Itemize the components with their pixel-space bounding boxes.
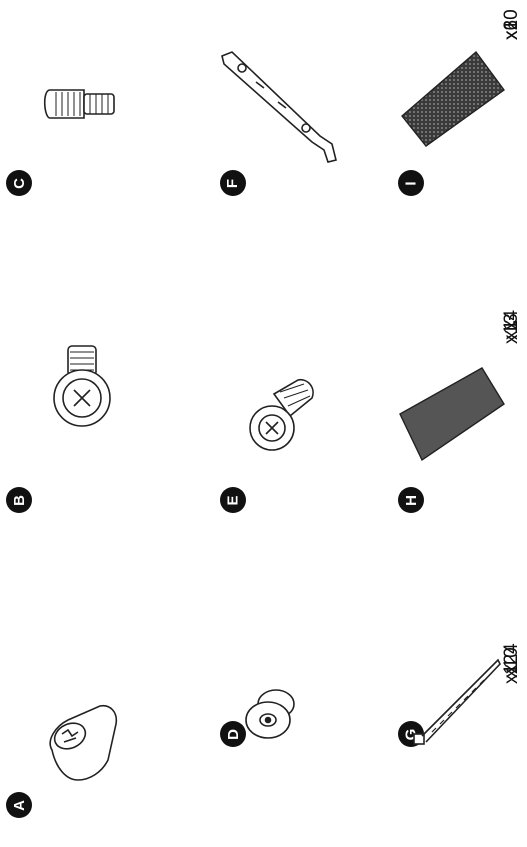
part-i-letter: I [403,181,418,185]
part-b-letter: B [12,495,27,506]
bracket-icon [216,48,346,166]
part-i-badge: I [398,170,424,196]
part-a-letter: A [12,800,27,811]
part-h-badge: H [398,487,424,513]
part-d-letter: D [226,729,241,740]
cap-icon [242,682,300,744]
part-b-badge: B [6,487,32,513]
part-c-badge: C [6,170,32,196]
part-e-letter: E [225,495,240,505]
threaded-dowel-icon [40,82,120,126]
part-c-letter: C [12,178,27,189]
part-f-letter: F [225,178,240,187]
part-e-badge: E [220,487,246,513]
part-f-badge: F [220,170,246,196]
screw-icon [46,340,118,430]
part-g-quantity: x10 [502,647,521,678]
part-h-letter: H [404,495,419,506]
bolt-icon [246,376,324,458]
part-h-quantity: x1 [502,320,521,340]
part-a-badge: A [6,792,32,818]
felt-pad-icon [396,364,508,464]
part-i-quantity: x1 [502,20,521,40]
cable-tie-icon [408,652,504,752]
velcro-pad-icon [396,46,508,150]
cam-lock-icon [42,702,122,784]
